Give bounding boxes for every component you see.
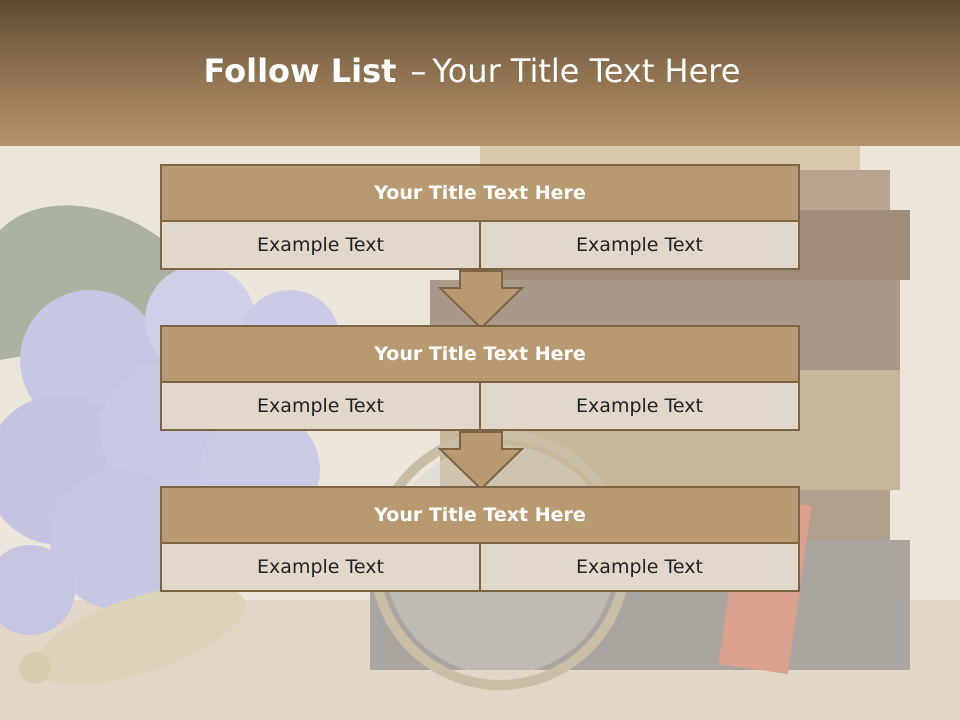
tassel-ornament xyxy=(19,585,246,685)
step-cell-right: Example Text xyxy=(479,383,798,429)
slide-title-rest: Your Title Text Here xyxy=(432,52,741,90)
step-cell-right: Example Text xyxy=(479,544,798,590)
step-row: Example Text Example Text xyxy=(162,222,798,268)
step-cell-left: Example Text xyxy=(257,556,384,578)
down-arrow-icon xyxy=(438,270,524,330)
step-cell-left: Example Text xyxy=(257,395,384,417)
step-cell-left: Example Text xyxy=(257,234,384,256)
step-row: Example Text Example Text xyxy=(162,544,798,590)
step-title: Your Title Text Here xyxy=(162,166,798,222)
slide-title: Follow List–Your Title Text Here xyxy=(0,52,944,90)
step-box-1: Your Title Text Here Example Text Exampl… xyxy=(160,164,800,270)
step-box-2: Your Title Text Here Example Text Exampl… xyxy=(160,325,800,431)
down-arrow-icon xyxy=(438,431,524,491)
step-row: Example Text Example Text xyxy=(162,383,798,429)
slide-title-bold: Follow List xyxy=(203,52,397,90)
step-cell-right: Example Text xyxy=(479,222,798,268)
slide-title-separator: – xyxy=(410,52,427,90)
step-box-3: Your Title Text Here Example Text Exampl… xyxy=(160,486,800,592)
step-title: Your Title Text Here xyxy=(162,488,798,544)
slide-header: Follow List–Your Title Text Here xyxy=(0,0,960,146)
step-title: Your Title Text Here xyxy=(162,327,798,383)
